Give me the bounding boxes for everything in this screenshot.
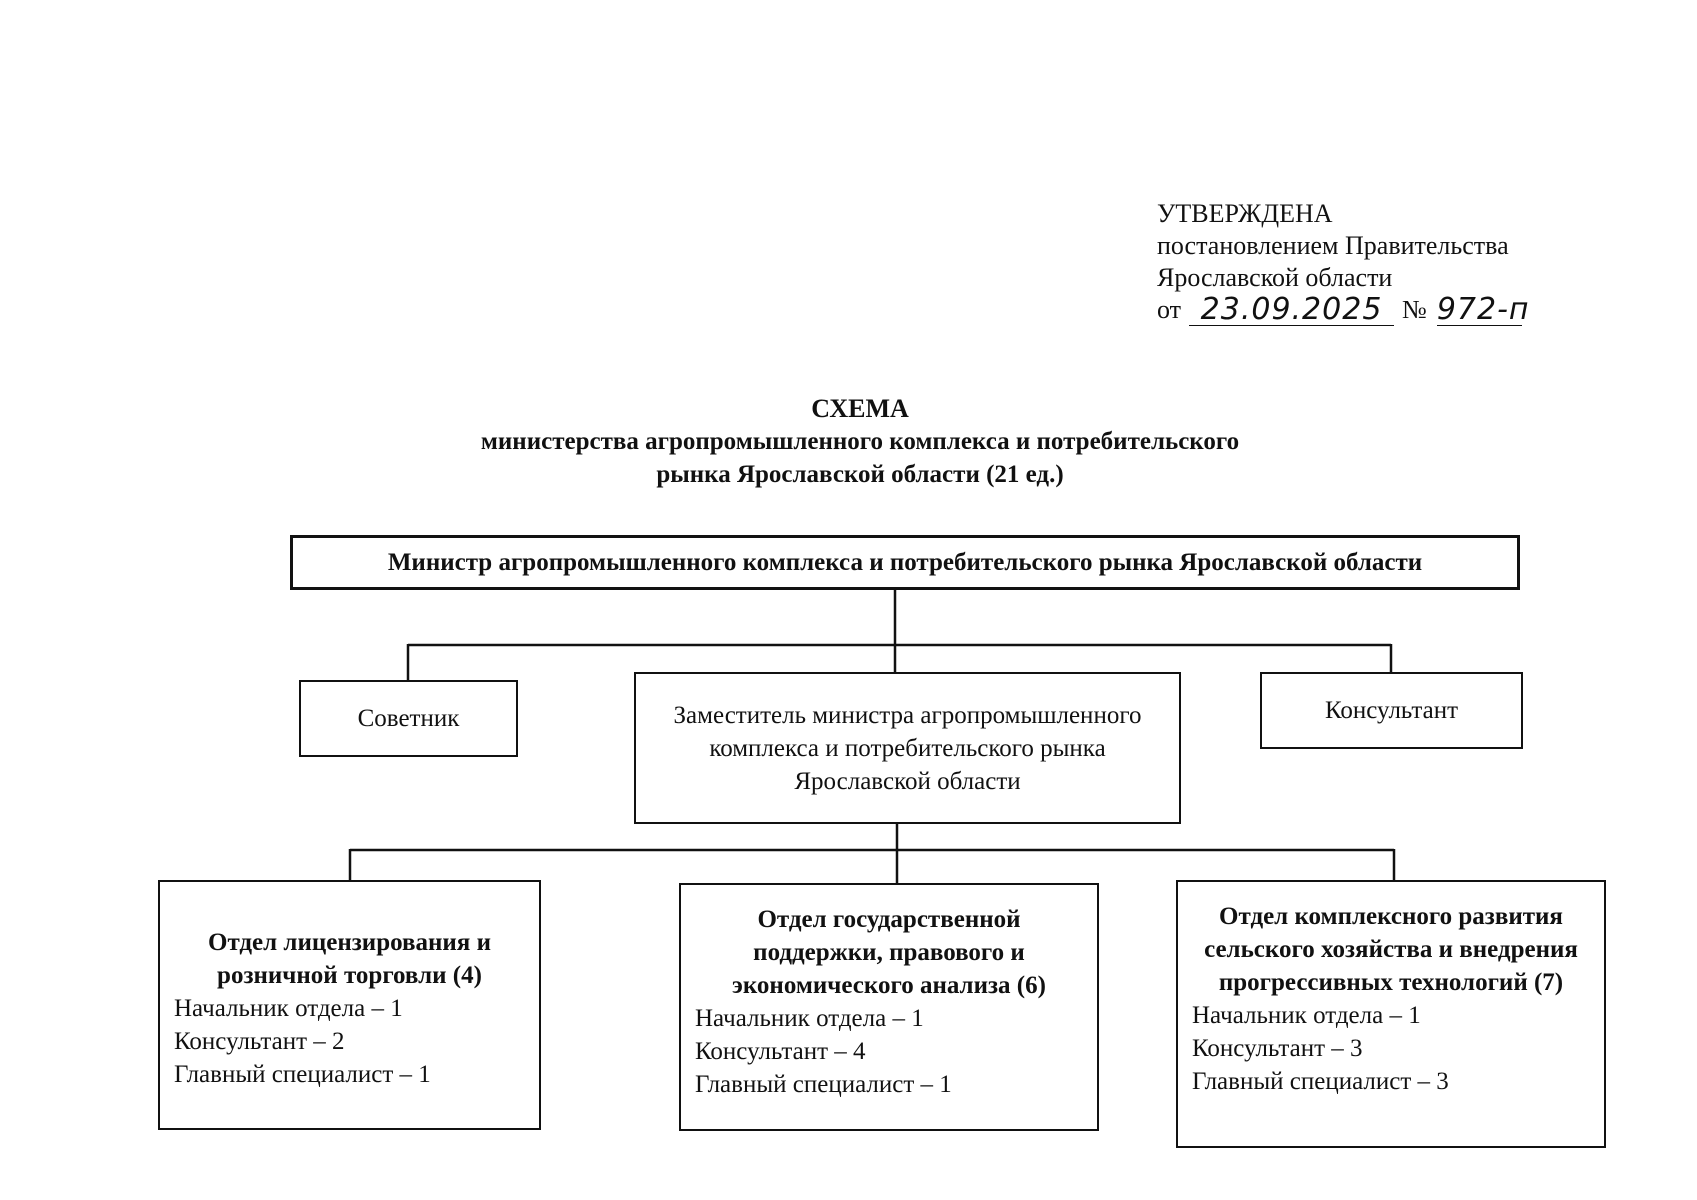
- department-staff-row: Начальник отдела – 1: [174, 995, 403, 1022]
- department-title: Отдел лицензирования и розничной торговл…: [208, 929, 491, 989]
- handwritten-date: 23.09.2025: [1189, 295, 1395, 326]
- approval-heading: УТВЕРЖДЕНА: [1157, 199, 1333, 228]
- consultant-label: Консультант: [1324, 696, 1459, 724]
- minister-label: Министр агропромышленного комплекса и по…: [387, 548, 1423, 576]
- department-box-state-support: Отдел государственной поддержки, правово…: [679, 883, 1099, 1131]
- advisor-box: Советник: [299, 680, 518, 757]
- deputy-minister-label: Заместитель министра агропромышленного к…: [673, 701, 1142, 795]
- minister-box: Министр агропромышленного комплекса и по…: [290, 535, 1520, 590]
- department-box-licensing: Отдел лицензирования и розничной торговл…: [158, 880, 541, 1130]
- schema-subtitle-line-2: рынка Ярославской области (21 ед.): [656, 461, 1064, 488]
- number-sign: №: [1402, 295, 1427, 324]
- approval-line-1: постановлением Правительства: [1157, 231, 1509, 260]
- department-staff-row: Начальник отдела – 1: [1192, 1002, 1421, 1029]
- deputy-minister-box: Заместитель министра агропромышленного к…: [634, 672, 1181, 824]
- department-staff-list: Начальник отдела – 1 Консультант – 2 Гла…: [174, 992, 539, 1091]
- department-staff-list: Начальник отдела – 1 Консультант – 4 Гла…: [695, 1002, 1097, 1101]
- department-title: Отдел комплексного развития сельского хо…: [1204, 903, 1578, 996]
- department-staff-row: Главный специалист – 1: [695, 1071, 952, 1098]
- department-staff-row: Главный специалист – 3: [1192, 1068, 1449, 1095]
- date-prefix: от: [1157, 295, 1182, 324]
- department-staff-row: Главный специалист – 1: [174, 1061, 431, 1088]
- schema-subtitle-line-1: министерства агропромышленного комплекса…: [480, 428, 1240, 455]
- department-staff-list: Начальник отдела – 1 Консультант – 3 Гла…: [1192, 999, 1604, 1098]
- consultant-box: Консультант: [1260, 672, 1523, 749]
- approval-line-2: Ярославской области: [1157, 263, 1393, 292]
- department-staff-row: Консультант – 2: [174, 1028, 345, 1055]
- approval-date-number-row: от 23.09.2025 № 972-п: [1157, 292, 1530, 327]
- advisor-label: Советник: [357, 704, 460, 732]
- department-title: Отдел государственной поддержки, правово…: [732, 906, 1046, 999]
- schema-title: СХЕМА: [811, 394, 909, 423]
- approval-block: УТВЕРЖДЕНА постановлением Правительства …: [1157, 198, 1530, 327]
- department-staff-row: Начальник отдела – 1: [695, 1005, 924, 1032]
- handwritten-number: 972-п: [1436, 292, 1530, 327]
- department-staff-row: Консультант – 3: [1192, 1035, 1363, 1062]
- department-box-agriculture-development: Отдел комплексного развития сельского хо…: [1176, 880, 1606, 1148]
- department-staff-row: Консультант – 4: [695, 1038, 866, 1065]
